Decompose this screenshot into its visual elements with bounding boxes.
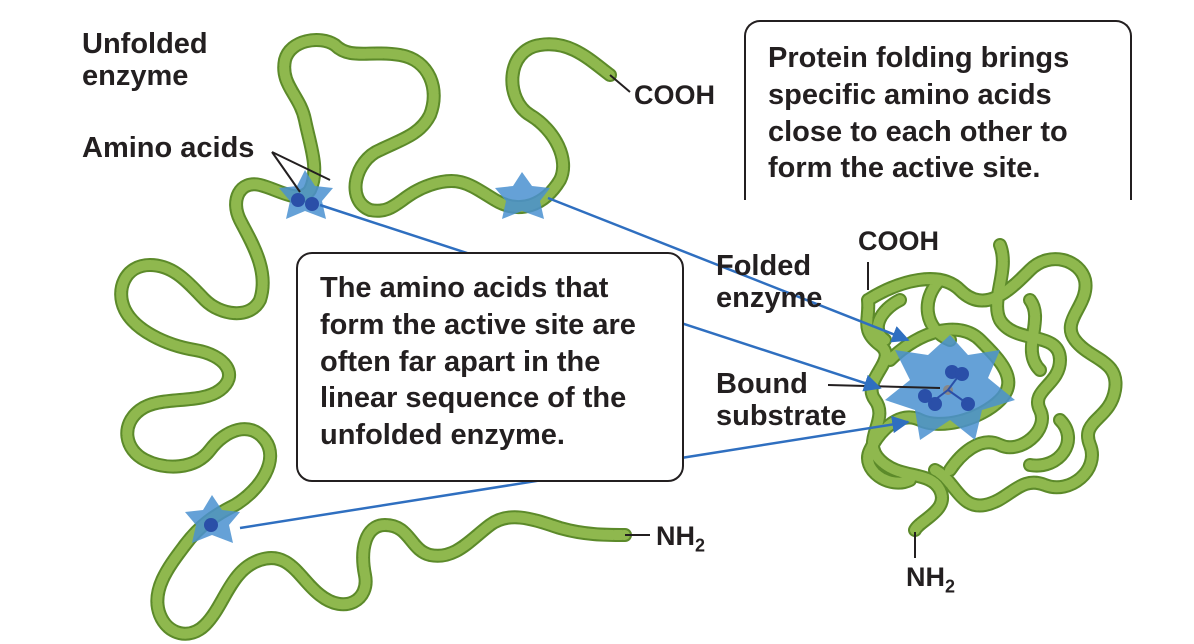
unfolded-enzyme-chain [114,33,632,641]
amino-acids-leader-1 [271,151,301,193]
arrow-site-2 [547,196,910,343]
substrate-bond-3 [931,389,949,403]
amino-acids-leader-2 [271,151,331,181]
callout-far-apart: The amino acids that form the active sit… [296,252,684,482]
folded-enzyme-globule [860,238,1123,537]
unfolded-active-site-1 [279,170,333,219]
folded-residue-2 [928,397,942,411]
substrate-bond-2 [947,389,966,403]
callout-protein-folding-text: Protein folding brings specific amino ac… [768,42,1070,185]
amino-acid-residue-1a [291,193,305,207]
folded-enzyme-label: Folded enzyme [716,250,823,315]
amino-acids-label: Amino acids [82,132,255,164]
nh2-folded-label: NH2 [906,562,955,597]
nh2-folded-text: NH [906,562,945,592]
amino-acid-residue-3 [204,518,218,532]
amino-acid-residue-1b [305,197,319,211]
substrate-bond-1 [947,373,961,391]
callout-far-apart-text: The amino acids that form the active sit… [320,272,636,452]
callout-protein-folding: Protein folding brings specific amino ac… [744,20,1132,200]
cooh-unfolded-label: COOH [634,80,715,110]
nh2-unfolded-label: NH2 [656,521,705,556]
cooh-unfolded-leader [609,74,631,93]
bound-substrate-leader [827,384,941,389]
nh2-folded-subscript: 2 [945,576,956,597]
unfolded-active-site-2 [495,172,550,219]
cooh-folded-label: COOH [858,226,939,256]
folded-residue-5 [961,397,975,411]
nh2-unfolded-text: NH [656,521,695,551]
unfolded-chain-beads [116,35,630,639]
nh2-unfolded-subscript: 2 [695,535,706,556]
unfolded-enzyme-label: Unfolded enzyme [82,28,208,93]
bound-substrate-label: Bound substrate [716,368,847,433]
folded-residue-1 [918,389,932,403]
unfolded-active-site-3 [185,495,240,543]
